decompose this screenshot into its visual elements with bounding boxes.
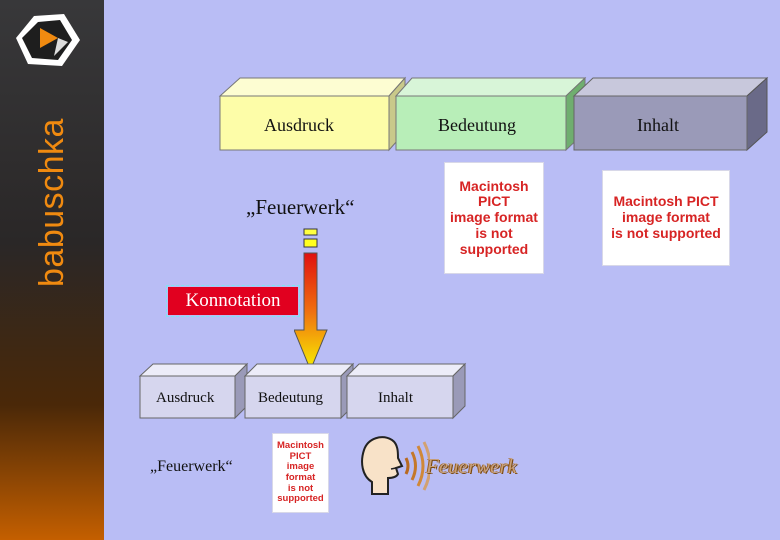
top-word: „Feuerwerk“ — [246, 195, 354, 220]
bottom-expression-label: Ausdruck — [156, 390, 214, 407]
bottom-content-label: Inhalt — [378, 390, 413, 407]
bottom-word: „Feuerwerk“ — [150, 458, 233, 476]
top-content-label: Inhalt — [637, 115, 679, 136]
sound-word: Feuerwerk — [426, 454, 517, 479]
top-meaning-box — [396, 78, 585, 150]
sidebar: babuschka — [0, 0, 104, 540]
top-content-box — [574, 78, 767, 150]
top-expression-box — [220, 78, 405, 150]
arrow-icon — [294, 226, 334, 376]
logo-icon — [14, 8, 84, 70]
brand-label: babuschka — [32, 118, 72, 287]
bottom-meaning-label: Bedeutung — [258, 390, 323, 407]
top-expression-label: Ausdruck — [264, 115, 334, 136]
top-meaning-label: Bedeutung — [438, 115, 516, 136]
konnotation-label: Konnotation — [168, 287, 298, 315]
